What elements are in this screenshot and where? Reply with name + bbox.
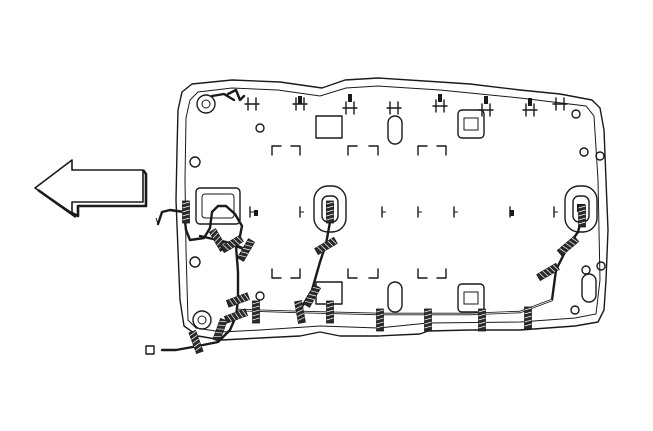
harness-retainer — [294, 300, 306, 324]
corner-bracket — [290, 268, 301, 279]
harness-retainer — [236, 238, 256, 262]
harness-retainer — [376, 308, 384, 332]
harness-retainer — [212, 317, 228, 343]
harness-retainers — [182, 200, 586, 355]
harness-retainer — [314, 236, 338, 256]
corner-bracket — [271, 145, 282, 156]
edge-clips — [244, 94, 568, 117]
edge-clip — [552, 97, 568, 111]
center-dome-lamp-recess — [313, 185, 347, 233]
rear-lamp-opening-right — [457, 283, 485, 313]
harness-retainer — [326, 300, 334, 324]
corner-bracket — [271, 268, 282, 279]
headliner-wire-harness — [145, 88, 584, 355]
harness-retainer — [225, 292, 251, 308]
harness-retainer — [220, 234, 244, 254]
corner-bracket — [347, 268, 358, 279]
edge-clip — [522, 103, 538, 117]
corner-bracket — [417, 145, 428, 156]
edge-clip — [342, 101, 358, 115]
corner-bracket — [368, 145, 379, 156]
corner-bracket — [368, 268, 379, 279]
harness-retainer — [188, 329, 204, 355]
harness-retainer — [182, 200, 190, 224]
rear-dome-lamp-recess — [564, 185, 598, 233]
left-sunvisor-recess — [195, 187, 241, 225]
front-lamp-opening — [315, 115, 343, 139]
harness-connector-end — [145, 345, 155, 355]
harness-retainer — [536, 262, 560, 282]
corner-bracket — [436, 145, 447, 156]
corner-bracket — [347, 145, 358, 156]
harness-retainer — [326, 200, 334, 224]
front-of-vehicle-arrow-icon — [34, 159, 148, 219]
rear-lamp-opening — [457, 109, 485, 139]
harness-retainer — [252, 300, 260, 324]
edge-clip — [432, 99, 448, 113]
front-left-grab-handle-boss — [196, 94, 216, 114]
harness-retainer — [424, 308, 432, 332]
corner-bracket — [436, 268, 447, 279]
harness-retainer — [223, 308, 249, 324]
edge-clip — [244, 97, 260, 111]
harness-retainer — [578, 204, 586, 228]
mounting-brackets — [249, 145, 558, 279]
corner-bracket — [290, 145, 301, 156]
edge-clip — [478, 103, 494, 117]
harness-retainer — [478, 308, 486, 332]
front-right-grab-handle-boss — [192, 310, 212, 330]
harness-retainer — [556, 235, 580, 257]
corner-bracket — [417, 268, 428, 279]
harness-retainer — [524, 306, 532, 330]
harness-retainer — [302, 284, 322, 308]
edge-clip — [386, 101, 402, 115]
